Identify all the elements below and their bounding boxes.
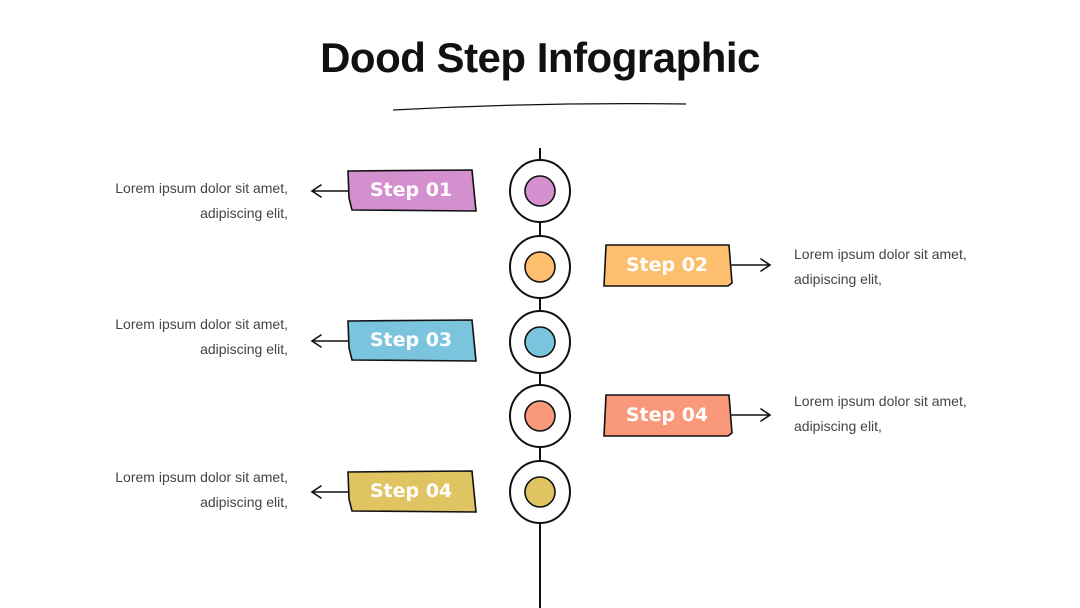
step-5-text-line1: Lorem ipsum dolor sit amet, — [115, 469, 288, 485]
step-2-tag: Step 02 — [602, 243, 733, 287]
step-1-node — [509, 159, 571, 223]
step-2-description: Lorem ipsum dolor sit amet, adipiscing e… — [794, 242, 1034, 292]
step-4-text-line2: adipiscing elit, — [794, 418, 882, 434]
step-3-text-line1: Lorem ipsum dolor sit amet, — [115, 316, 288, 332]
step-5-tag-shape — [347, 470, 477, 513]
step-4-tag-shape — [603, 394, 733, 437]
step-2-text-line2: adipiscing elit, — [794, 271, 882, 287]
step-5-dot — [524, 476, 556, 508]
step-4-description: Lorem ipsum dolor sit amet, adipiscing e… — [794, 389, 1034, 439]
step-1-label: Step 01 — [369, 179, 453, 201]
step-2-tag-shape — [603, 244, 733, 287]
step-4-label: Step 04 — [625, 404, 709, 426]
step-3-tag: Step 03 — [346, 318, 477, 362]
step-2-arrow-right-icon — [731, 258, 772, 272]
step-5-node — [509, 460, 571, 524]
title-underline — [392, 102, 687, 111]
step-1-arrow-left-icon — [310, 184, 351, 198]
step-1-tag: Step 01 — [346, 168, 477, 212]
step-4-tag: Step 04 — [602, 393, 733, 437]
step-4-node — [509, 384, 571, 448]
step-1-text-line1: Lorem ipsum dolor sit amet, — [115, 180, 288, 196]
step-5-label: Step 04 — [369, 480, 453, 502]
step-1-tag-shape — [347, 169, 477, 212]
step-2-text-line1: Lorem ipsum dolor sit amet, — [794, 246, 967, 262]
page-title: Dood Step Infographic — [320, 34, 760, 81]
step-1-text-line2: adipiscing elit, — [200, 205, 288, 221]
step-4-dot — [524, 400, 556, 432]
step-1-dot — [524, 175, 556, 207]
step-3-label: Step 03 — [369, 329, 453, 351]
step-3-tag-shape — [347, 319, 477, 362]
step-5-tag: Step 04 — [346, 469, 477, 513]
step-2-dot — [524, 251, 556, 283]
step-3-node — [509, 310, 571, 374]
step-5-text-line2: adipiscing elit, — [200, 494, 288, 510]
step-1-description: Lorem ipsum dolor sit amet, adipiscing e… — [48, 176, 288, 226]
step-3-text-line2: adipiscing elit, — [200, 341, 288, 357]
step-3-arrow-left-icon — [310, 334, 351, 348]
step-2-node — [509, 235, 571, 299]
step-3-description: Lorem ipsum dolor sit amet, adipiscing e… — [48, 312, 288, 362]
step-3-dot — [524, 326, 556, 358]
step-2-label: Step 02 — [625, 254, 709, 276]
step-4-arrow-right-icon — [731, 408, 772, 422]
step-4-text-line1: Lorem ipsum dolor sit amet, — [794, 393, 967, 409]
step-5-arrow-left-icon — [310, 485, 351, 499]
step-5-description: Lorem ipsum dolor sit amet, adipiscing e… — [48, 465, 288, 515]
